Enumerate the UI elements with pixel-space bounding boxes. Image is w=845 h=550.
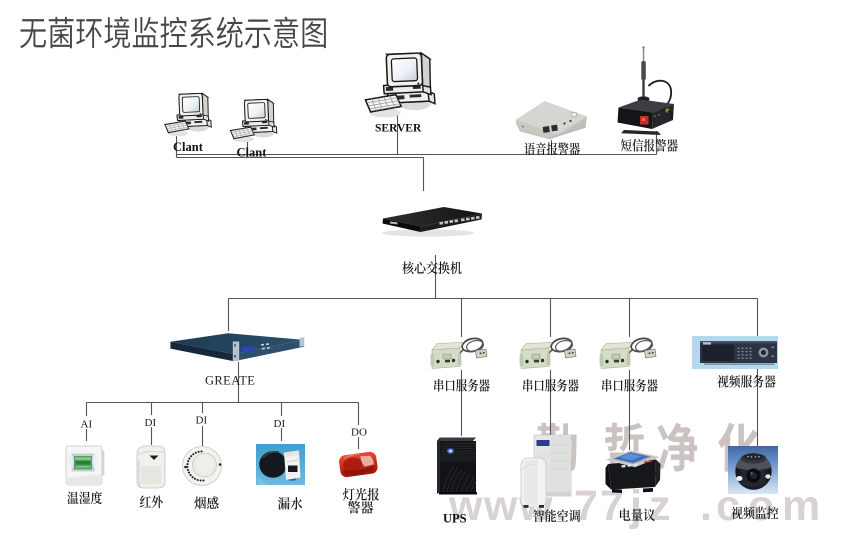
svg-text:DI: DI: [196, 415, 208, 427]
svg-text:SERVER: SERVER: [375, 123, 422, 135]
svg-text:Clant: Clant: [237, 146, 268, 160]
svg-text:AI: AI: [81, 419, 93, 431]
svg-text:Clant: Clant: [173, 140, 204, 154]
svg-text:DO: DO: [351, 427, 367, 439]
svg-text:DI: DI: [145, 417, 157, 429]
svg-text:GREATE: GREATE: [205, 374, 255, 388]
svg-text:DI: DI: [274, 418, 286, 430]
svg-text:UPS: UPS: [443, 512, 467, 526]
